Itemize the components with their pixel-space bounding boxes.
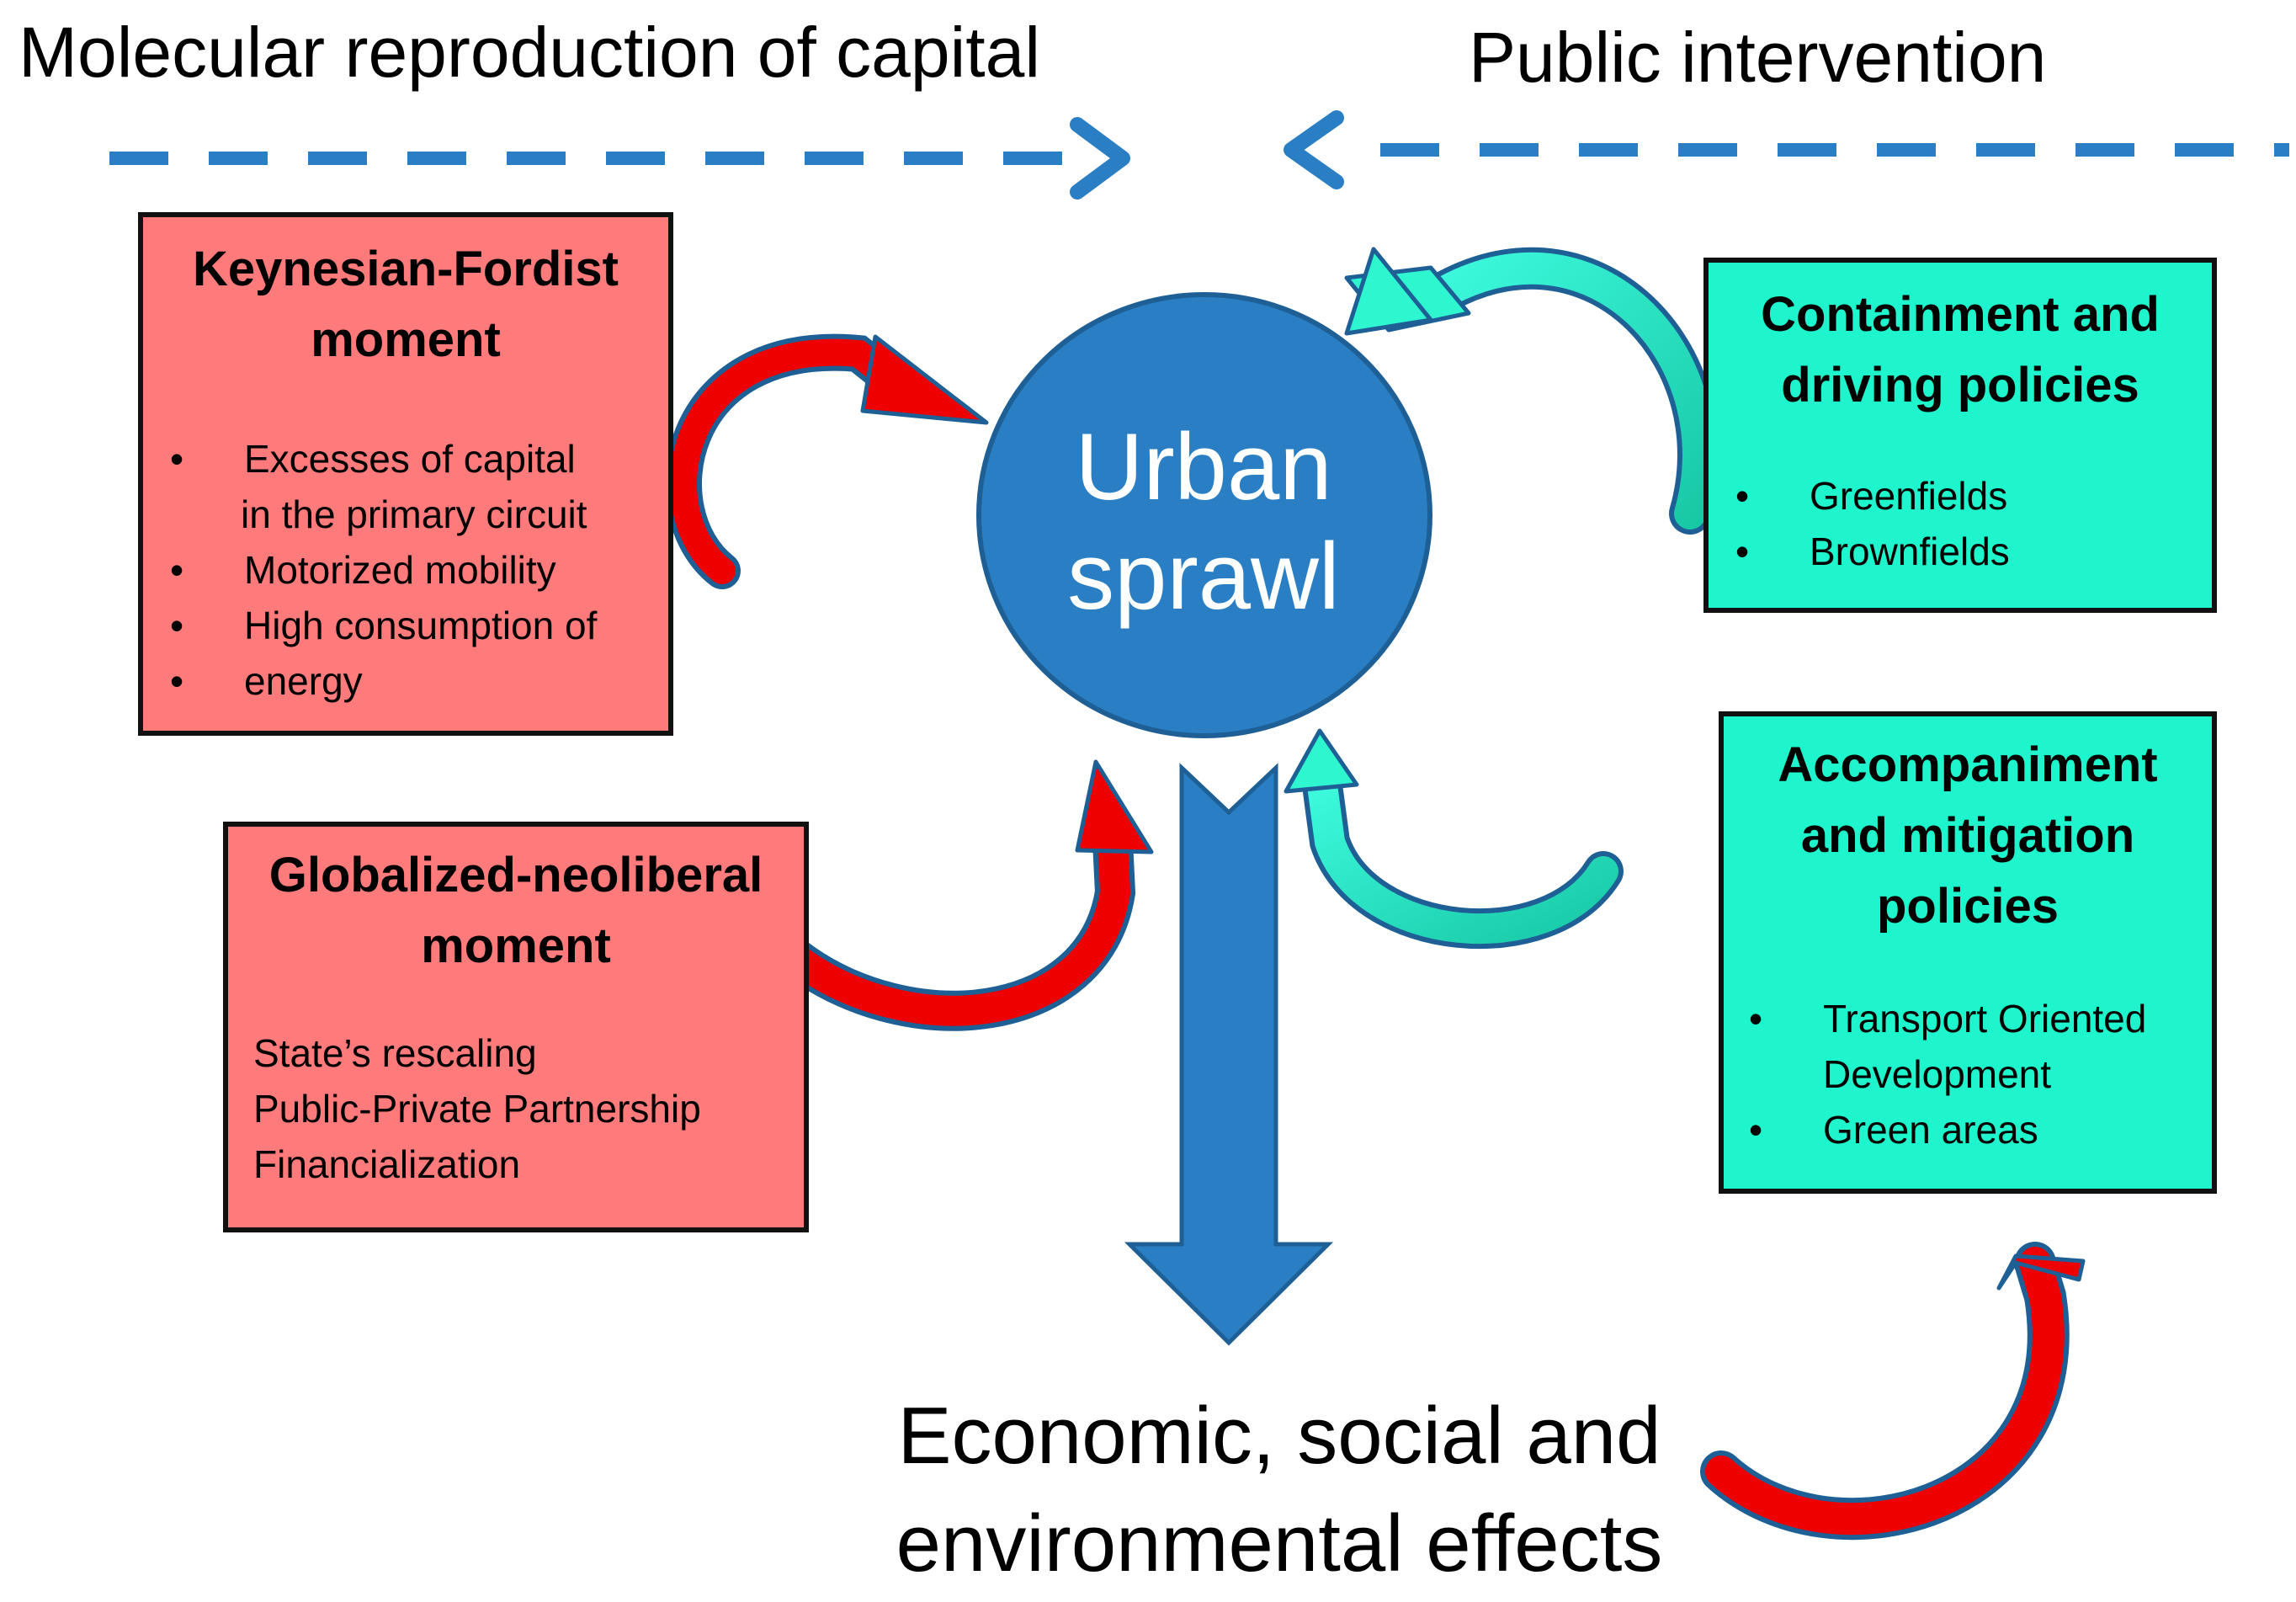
keynesian-item: Excesses of capital bbox=[170, 431, 668, 487]
accompaniment-title: Accompaniment and mitigation policies bbox=[1724, 716, 2212, 942]
globalized-title-line1: Globalized-neoliberal bbox=[268, 848, 763, 902]
accompaniment-list: Transport Oriented Development Green are… bbox=[1724, 991, 2212, 1158]
effects-label: Economic, social and environmental effec… bbox=[842, 1382, 1717, 1598]
dashed-arrow-right bbox=[109, 117, 1130, 200]
teal-arrow-containment bbox=[1344, 247, 1719, 535]
globalized-title: Globalized-neoliberal moment bbox=[228, 827, 804, 982]
accompaniment-policies-box: Accompaniment and mitigation policies Tr… bbox=[1719, 711, 2217, 1194]
globalized-list: State’s rescaling Public-Private Partner… bbox=[228, 1025, 804, 1192]
containment-title-line1: Containment and bbox=[1761, 287, 2160, 342]
globalized-item: Public-Private Partnership bbox=[253, 1087, 701, 1131]
accompaniment-title-line3: policies bbox=[1877, 879, 2059, 934]
keynesian-title-line1: Keynesian-Fordist bbox=[193, 242, 619, 296]
containment-list: Greenfields Brownfields bbox=[1709, 468, 2212, 579]
containment-item: Brownfields bbox=[1735, 524, 2212, 579]
keynesian-list: Excesses of capital in the primary circu… bbox=[143, 431, 668, 709]
globalized-title-line2: moment bbox=[421, 918, 611, 973]
containment-title-line2: driving policies bbox=[1781, 358, 2139, 412]
effects-line1: Economic, social and bbox=[897, 1391, 1661, 1481]
effects-line2: environmental effects bbox=[896, 1498, 1663, 1589]
urban-sprawl-label: Urban sprawl bbox=[976, 412, 1431, 631]
keynesian-item: Motorized mobility bbox=[170, 542, 668, 598]
heading-capital: Molecular reproduction of capital bbox=[19, 13, 1040, 92]
down-arrow bbox=[1124, 763, 1334, 1346]
accompaniment-item: Transport Oriented bbox=[1749, 991, 2212, 1046]
keynesian-item: in the primary circuit bbox=[241, 492, 587, 536]
keynesian-fordist-box: Keynesian-Fordist moment Excesses of cap… bbox=[138, 212, 673, 736]
containment-item: Greenfields bbox=[1735, 468, 2212, 524]
accompaniment-title-line1: Accompaniment bbox=[1778, 737, 2158, 792]
red-arrow-effects bbox=[1700, 1242, 2086, 1541]
containment-policies-box: Containment and driving policies Greenfi… bbox=[1703, 258, 2217, 613]
keynesian-title-line2: moment bbox=[311, 312, 501, 367]
globalized-item: State’s rescaling bbox=[253, 1031, 537, 1075]
accompaniment-item: Green areas bbox=[1749, 1102, 2212, 1158]
accompaniment-item: Development bbox=[1823, 1052, 2052, 1096]
keynesian-item: High consumption of bbox=[170, 598, 668, 653]
dashed-arrow-left bbox=[1284, 110, 2289, 189]
keynesian-title: Keynesian-Fordist moment bbox=[143, 217, 668, 375]
globalized-item: Financialization bbox=[253, 1142, 521, 1186]
containment-title: Containment and driving policies bbox=[1709, 263, 2212, 421]
heading-public-intervention: Public intervention bbox=[1469, 18, 2047, 97]
urban-sprawl-line2: sprawl bbox=[1067, 524, 1340, 629]
urban-sprawl-line1: Urban bbox=[1075, 414, 1332, 519]
keynesian-item: energy bbox=[170, 653, 668, 709]
accompaniment-title-line2: and mitigation bbox=[1800, 808, 2135, 863]
red-arrow-keynesian bbox=[665, 333, 989, 589]
teal-arrow-accompaniment bbox=[1284, 728, 1624, 950]
urban-sprawl-circle bbox=[976, 292, 1432, 738]
red-arrow-globalized bbox=[775, 759, 1154, 1031]
globalized-neoliberal-box: Globalized-neoliberal moment State’s res… bbox=[223, 822, 809, 1232]
